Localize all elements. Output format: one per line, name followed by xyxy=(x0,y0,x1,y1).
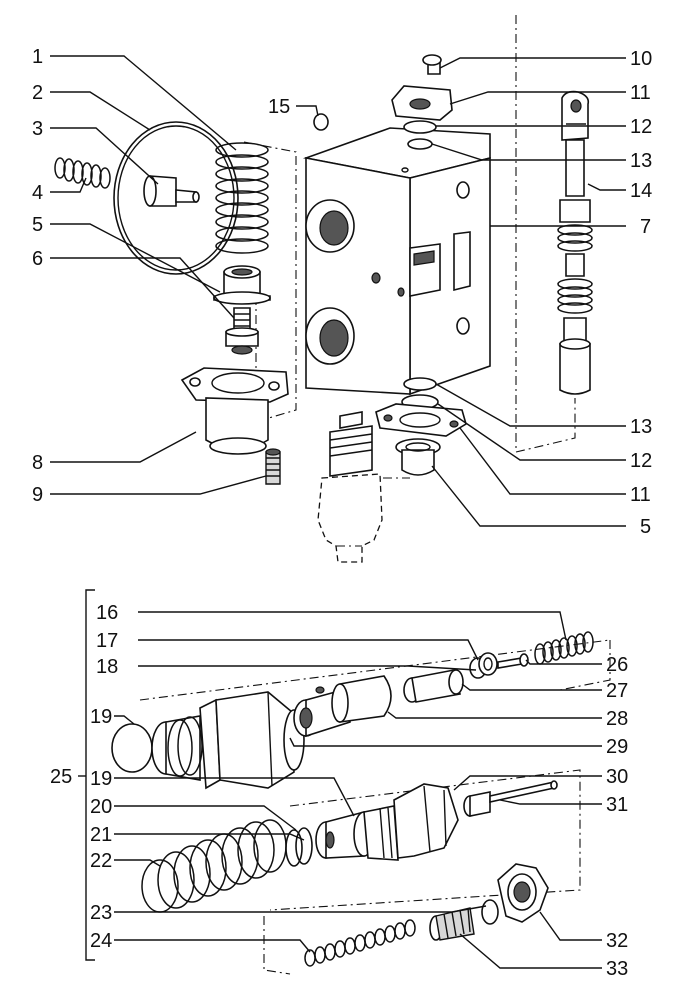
pin-31 xyxy=(463,780,558,817)
washer-12-top xyxy=(403,120,437,134)
control-rod-14 xyxy=(557,90,593,395)
callout-4: 4 xyxy=(32,182,43,204)
callout-19-lower: 19 xyxy=(90,768,112,790)
spring-16 xyxy=(534,631,594,665)
flange-housing-8 xyxy=(180,367,289,455)
piston-28 xyxy=(293,675,392,738)
callout-11: 11 xyxy=(630,82,651,104)
ring-21 xyxy=(295,827,313,865)
cup-5-bottom xyxy=(395,438,441,476)
callout-18: 18 xyxy=(96,656,118,678)
ring-20 xyxy=(285,829,303,867)
callout-2: 2 xyxy=(32,82,43,104)
pin-26 xyxy=(497,653,529,669)
sleeve-27 xyxy=(403,669,464,703)
upper-assembly xyxy=(50,15,626,563)
callout-10: 10 xyxy=(630,48,652,70)
callout-8: 8 xyxy=(32,452,43,474)
screw-9 xyxy=(265,448,281,485)
callout-30: 30 xyxy=(606,766,628,788)
callout-3: 3 xyxy=(32,118,43,140)
cover-plate-11-bottom xyxy=(375,403,467,437)
spring-1 xyxy=(215,142,269,254)
callout-13-lower: 13 xyxy=(630,416,652,438)
lower-assembly xyxy=(78,589,611,975)
callout-12-lower: 12 xyxy=(630,450,652,472)
callout-19: 19 xyxy=(90,706,112,728)
callout-28: 28 xyxy=(606,708,628,730)
adjusting-screw-33 xyxy=(429,907,475,941)
washer-18 xyxy=(478,652,498,676)
washer-23 xyxy=(481,899,499,925)
spring-4 xyxy=(54,157,111,189)
callout-27: 27 xyxy=(606,680,628,702)
cartridge-body-29 xyxy=(151,691,305,790)
callout-24: 24 xyxy=(90,930,112,952)
o-ring-19 xyxy=(111,723,153,773)
callout-29: 29 xyxy=(606,736,628,758)
o-ring-2 xyxy=(113,121,239,275)
callout-12: 12 xyxy=(630,116,652,138)
callout-5-lower: 5 xyxy=(640,516,651,538)
spring-cup-5 xyxy=(213,265,271,305)
callout-labels: 1 2 3 4 5 6 8 9 15 10 11 12 13 14 7 13 1… xyxy=(32,46,652,980)
callout-20: 20 xyxy=(90,796,112,818)
valve-body-7 xyxy=(302,127,491,396)
callout-16: 16 xyxy=(96,602,118,624)
callout-15: 15 xyxy=(268,96,290,118)
callout-21: 21 xyxy=(90,824,112,846)
spool-30 xyxy=(315,783,459,861)
callout-1: 1 xyxy=(32,46,43,68)
washer-13-bottom xyxy=(403,377,437,391)
nut-32 xyxy=(497,863,549,923)
callout-14: 14 xyxy=(630,180,652,202)
plug-15 xyxy=(313,113,329,131)
callout-13: 13 xyxy=(630,150,652,172)
cartridge-upper xyxy=(317,411,383,563)
plunger-3 xyxy=(143,175,200,207)
callout-5: 5 xyxy=(32,214,43,236)
callout-33: 33 xyxy=(606,958,628,980)
callout-31: 31 xyxy=(606,794,628,816)
callout-6: 6 xyxy=(32,248,43,270)
valve-stem-6 xyxy=(225,307,259,355)
callout-17: 17 xyxy=(96,630,118,652)
callout-25: 25 xyxy=(50,766,72,788)
callout-7: 7 xyxy=(640,216,651,238)
callout-32: 32 xyxy=(606,930,628,952)
callout-26: 26 xyxy=(606,654,628,676)
callout-23: 23 xyxy=(90,902,112,924)
callout-22: 22 xyxy=(90,850,112,872)
spring-24 xyxy=(304,919,416,967)
callout-11-lower: 11 xyxy=(630,484,651,506)
screw-10 xyxy=(422,54,442,75)
cover-plate-11-top xyxy=(391,85,453,121)
washer-13-top xyxy=(407,138,433,150)
callout-9: 9 xyxy=(32,484,43,506)
